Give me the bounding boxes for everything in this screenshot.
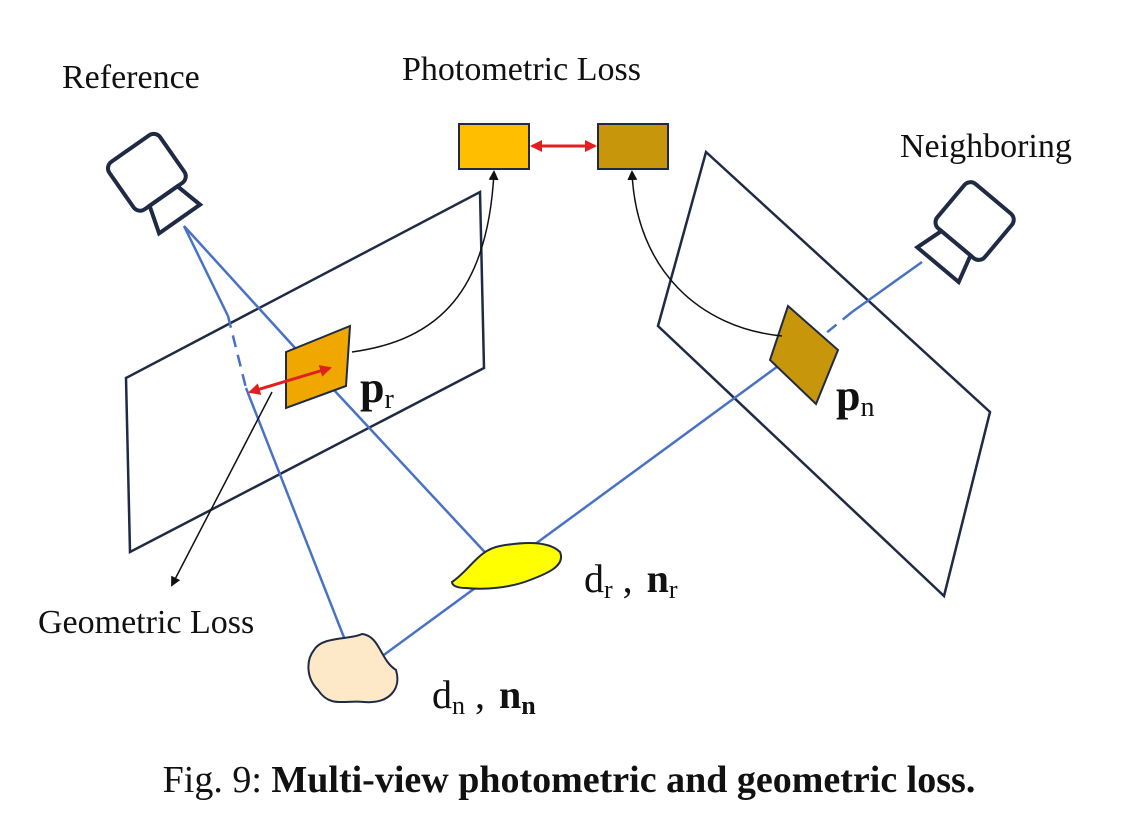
caption-title: Multi-view photometric and geometric los… [271,759,976,801]
reference-rays [182,225,496,670]
geometric-loss-arrow [248,365,332,395]
p-r-label: pr [360,363,394,415]
nbr-patch-to-box-arrow [627,170,783,337]
p-n-label: pn [836,371,874,423]
camera-icon-neighboring [913,180,1016,286]
neighboring-image-plane [656,149,992,599]
photometric-loss-label: Photometric Loss [402,51,641,88]
reference-label: Reference [62,59,200,96]
neighboring-patch [768,304,840,406]
figure-caption: Fig. 9: Multi-view photometric and geome… [0,758,1138,802]
camera-icon-reference [106,131,204,237]
photometric-box-neighboring [597,123,669,170]
neighboring-ray [364,260,923,670]
photometric-box-reference [458,123,530,170]
caption-prefix: Fig. 9: [162,759,262,801]
d-r-n-r-label: dr,nr [584,556,678,604]
ref-patch-to-box-arrow [351,170,499,353]
surface-patch-n [307,632,399,704]
d-n-n-n-label: dn,nn [432,672,536,720]
geometric-loss-label: Geometric Loss [38,604,254,641]
reference-image-plane [124,189,486,555]
geometric-loss-pointer [171,391,273,587]
multiview-diagram: Reference Photometric Loss Neighboring G… [38,51,1072,720]
surface-patch-r [450,541,563,590]
neighboring-label: Neighboring [900,128,1072,165]
